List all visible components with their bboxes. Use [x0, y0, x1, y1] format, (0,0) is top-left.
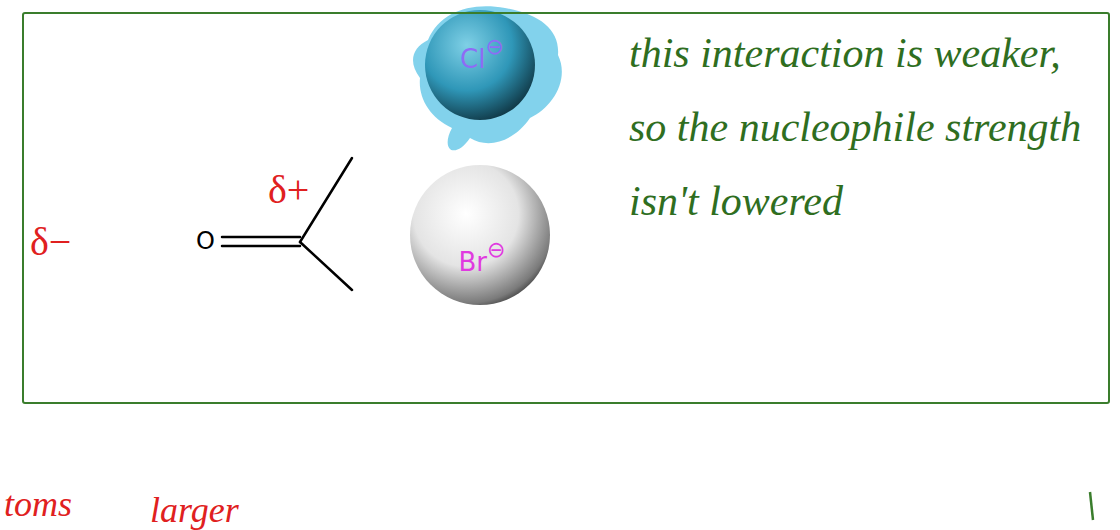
handwritten-note: toms	[4, 486, 72, 522]
atom-label: O	[196, 229, 215, 253]
ion-label: Br⊖	[459, 237, 506, 277]
pen-stroke	[1090, 492, 1093, 520]
note-frame: this interaction is weaker, so the nucle…	[22, 12, 1110, 404]
handwritten-note: larger	[150, 492, 239, 528]
charge-symbol: ⊖	[487, 237, 505, 262]
bromide-ion: Br⊖	[412, 167, 552, 307]
charge-symbol: ⊖	[485, 34, 503, 59]
bromide-sphere	[410, 165, 550, 305]
ion-label: Cl⊖	[460, 34, 504, 74]
solvation-scribble	[413, 6, 562, 150]
handwritten-note: this interaction is weaker, so the nucle…	[629, 16, 1099, 238]
chloride-sphere	[425, 10, 535, 120]
partial-charge: δ+	[268, 170, 309, 210]
element-symbol: Cl	[460, 44, 485, 74]
partial-charge: δ−	[30, 222, 71, 262]
acetone-skeleton	[222, 158, 352, 290]
element-symbol: Br	[459, 247, 488, 277]
chloride-ion: Cl⊖	[427, 12, 537, 122]
